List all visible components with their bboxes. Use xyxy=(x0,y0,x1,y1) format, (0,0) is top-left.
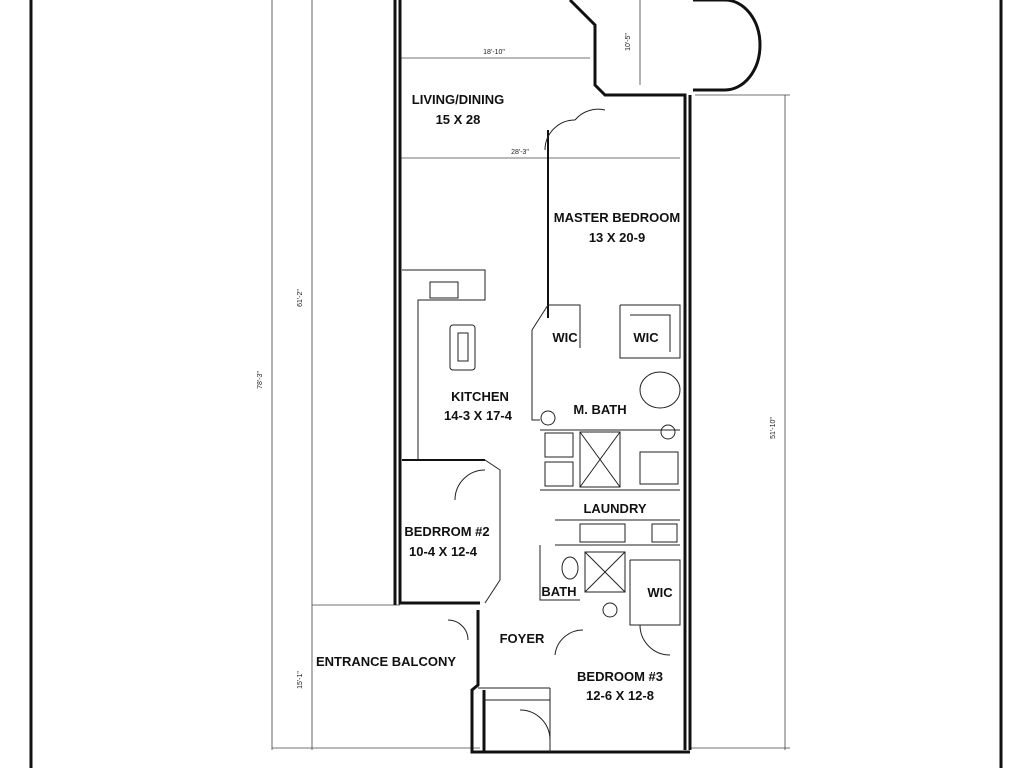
wic-label-2: WIC xyxy=(633,330,659,345)
foyer-label: FOYER xyxy=(500,631,545,646)
door-swings xyxy=(447,108,671,741)
kitchen-size: 14-3 X 17-4 xyxy=(444,408,513,423)
bedroom3-label: BEDROOM #3 xyxy=(577,669,663,684)
fixtures xyxy=(402,269,681,618)
wic-label-1: WIC xyxy=(552,330,578,345)
dim-left-outer: 78'-3" xyxy=(257,371,264,389)
dimension-lines xyxy=(271,0,790,750)
bedroom3-size: 12-6 X 12-8 xyxy=(586,688,654,703)
living-dining-size: 15 X 28 xyxy=(436,112,481,127)
exterior-walls xyxy=(393,0,762,754)
dim-top-width: 18'-10" xyxy=(483,49,505,56)
bath-label: BATH xyxy=(541,584,576,599)
dim-left-inner: 61'-2" xyxy=(297,289,304,307)
dim-right: 51'-10" xyxy=(770,417,777,439)
master-bedroom-label: MASTER BEDROOM xyxy=(554,210,680,225)
dim-mid-width: 28'-3" xyxy=(511,149,529,156)
master-bath-label: M. BATH xyxy=(573,402,626,417)
kitchen-label: KITCHEN xyxy=(451,389,509,404)
bedroom2-label: BEDRROM #2 xyxy=(404,524,489,539)
dim-bay-depth: 10'-5" xyxy=(625,33,632,51)
dim-balcony: 15'-1" xyxy=(297,671,304,689)
bedroom2-size: 10-4 X 12-4 xyxy=(409,544,478,559)
living-dining-label: LIVING/DINING xyxy=(412,92,504,107)
entrance-balcony-label: ENTRANCE BALCONY xyxy=(316,654,456,669)
interior-walls xyxy=(402,130,681,752)
master-bedroom-size: 13 X 20-9 xyxy=(589,230,645,245)
laundry-label: LAUNDRY xyxy=(583,501,646,516)
wic-label-3: WIC xyxy=(647,585,673,600)
